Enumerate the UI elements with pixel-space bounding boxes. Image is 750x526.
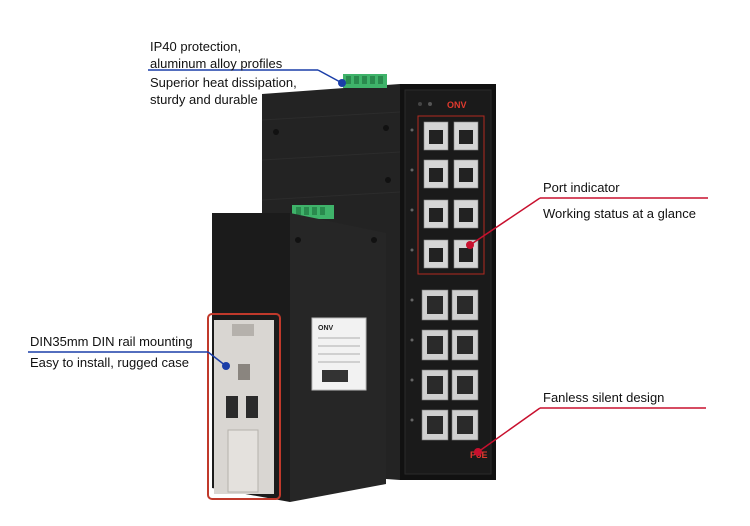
callout-top-line1: IP40 protection, — [150, 39, 242, 54]
din-clip-slot — [246, 396, 258, 418]
callout-top-sub: Superior heat dissipation, sturdy and du… — [150, 74, 297, 108]
callout-top-line2: aluminum alloy profiles — [150, 56, 283, 71]
callout-top-line3: Superior heat dissipation, — [150, 75, 297, 90]
front-brand-logo: ONV — [447, 100, 467, 110]
callout-dot — [466, 241, 474, 249]
led-indicators — [410, 128, 414, 422]
screw-icon — [371, 237, 377, 243]
callout-fanless: Fanless silent design — [543, 389, 664, 406]
callout-din-subtitle: Easy to install, rugged case — [30, 354, 189, 371]
screw-icon — [295, 237, 301, 243]
callout-din-subtitle-text: Easy to install, rugged case — [30, 355, 189, 370]
screw-icon — [383, 125, 389, 131]
screw-icon — [273, 129, 279, 135]
callout-port-subtitle-text: Working status at a glance — [543, 206, 696, 221]
callout-din-title-text: DIN35mm DIN rail mounting — [30, 334, 193, 349]
din-clip-slot — [238, 364, 250, 380]
callout-lines — [28, 69, 708, 456]
rj45-ports — [423, 121, 479, 269]
callout-top-line4: sturdy and durable — [150, 92, 258, 107]
din-clip-border — [207, 313, 281, 500]
reset-button-icon — [428, 102, 432, 106]
din-clip-slot — [226, 396, 238, 418]
small-switch: ONV — [207, 205, 386, 502]
barcode-icon — [322, 370, 348, 382]
callout-top: IP40 protection, aluminum alloy profiles — [150, 38, 282, 72]
sfp-ports — [421, 289, 479, 441]
callout-dot — [338, 79, 346, 87]
large-switch-texture — [261, 111, 401, 201]
callout-din-title: DIN35mm DIN rail mounting — [30, 333, 193, 350]
callout-fanless-text: Fanless silent design — [543, 390, 665, 405]
label-brand: ONV — [318, 325, 334, 332]
callout-port-title-text: Port indicator — [543, 180, 620, 195]
power-led-icon — [418, 102, 422, 106]
screw-icon — [385, 177, 391, 183]
din-clip-tab — [232, 324, 254, 336]
rj45-port-group — [417, 115, 485, 275]
callout-dot — [474, 448, 482, 456]
din-clip-lower — [227, 429, 259, 493]
callout-port-subtitle: Working status at a glance — [543, 205, 696, 222]
callout-dot — [222, 362, 230, 370]
callout-port-title: Port indicator — [543, 179, 620, 196]
